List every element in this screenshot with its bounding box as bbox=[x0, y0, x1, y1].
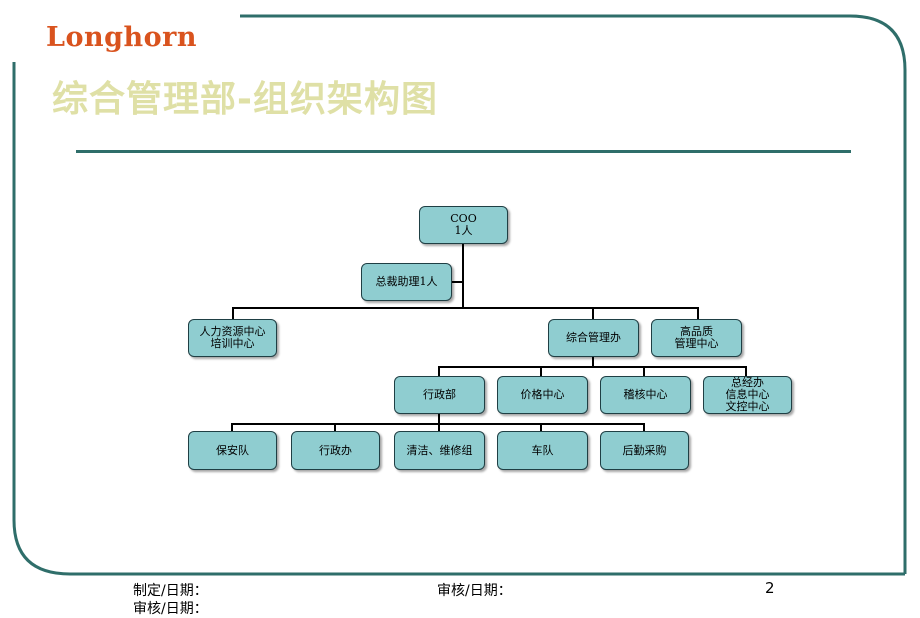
connector-line bbox=[334, 423, 336, 431]
node-admin-office: 行政办 bbox=[291, 431, 380, 470]
connector-line bbox=[745, 366, 747, 376]
connector-line bbox=[438, 423, 440, 431]
node-price-center: 价格中心 bbox=[497, 376, 588, 414]
connector-line bbox=[592, 307, 594, 319]
footer-review-date-center: 审核/日期： bbox=[437, 583, 512, 599]
connector-line bbox=[697, 307, 699, 319]
node-hr-training-center: 人力资源中心 培训中心 bbox=[188, 319, 277, 357]
node-admin-department: 行政部 bbox=[394, 376, 485, 414]
connector-line bbox=[438, 366, 440, 376]
connector-line bbox=[540, 423, 542, 431]
connector-line bbox=[232, 307, 699, 309]
node-general-admin-office: 综合管理办 bbox=[548, 319, 639, 357]
brand-logo: Longhorn bbox=[46, 22, 197, 53]
connector-line bbox=[462, 242, 464, 308]
connector-line bbox=[231, 423, 233, 431]
connector-line bbox=[232, 307, 234, 319]
connector-line bbox=[438, 412, 440, 424]
node-quality-management-center: 高品质 管理中心 bbox=[651, 319, 742, 357]
connector-line bbox=[592, 355, 594, 367]
page-title: 综合管理部-组织架构图 bbox=[52, 79, 438, 120]
connector-line bbox=[643, 366, 645, 376]
connector-line bbox=[643, 423, 645, 431]
footer-review-date-left: 审核/日期： bbox=[133, 601, 208, 617]
footer-made-date: 制定/日期： bbox=[133, 583, 208, 599]
connector-line bbox=[540, 366, 542, 376]
node-fleet: 车队 bbox=[497, 431, 588, 470]
node-gm-office: 总经办 信息中心 文控中心 bbox=[703, 376, 792, 414]
connector-line bbox=[438, 366, 747, 368]
node-security-team: 保安队 bbox=[188, 431, 277, 470]
node-ceo-assistant: 总裁助理1人 bbox=[361, 263, 452, 301]
node-logistics-procurement: 后勤采购 bbox=[600, 431, 689, 470]
connector-line bbox=[452, 281, 463, 283]
node-cleaning-maintenance: 清洁、维修组 bbox=[394, 431, 485, 470]
node-coo: COO 1人 bbox=[419, 206, 508, 244]
node-audit-center: 稽核中心 bbox=[600, 376, 691, 414]
page-number: 2 bbox=[765, 579, 775, 597]
title-divider bbox=[76, 150, 851, 153]
